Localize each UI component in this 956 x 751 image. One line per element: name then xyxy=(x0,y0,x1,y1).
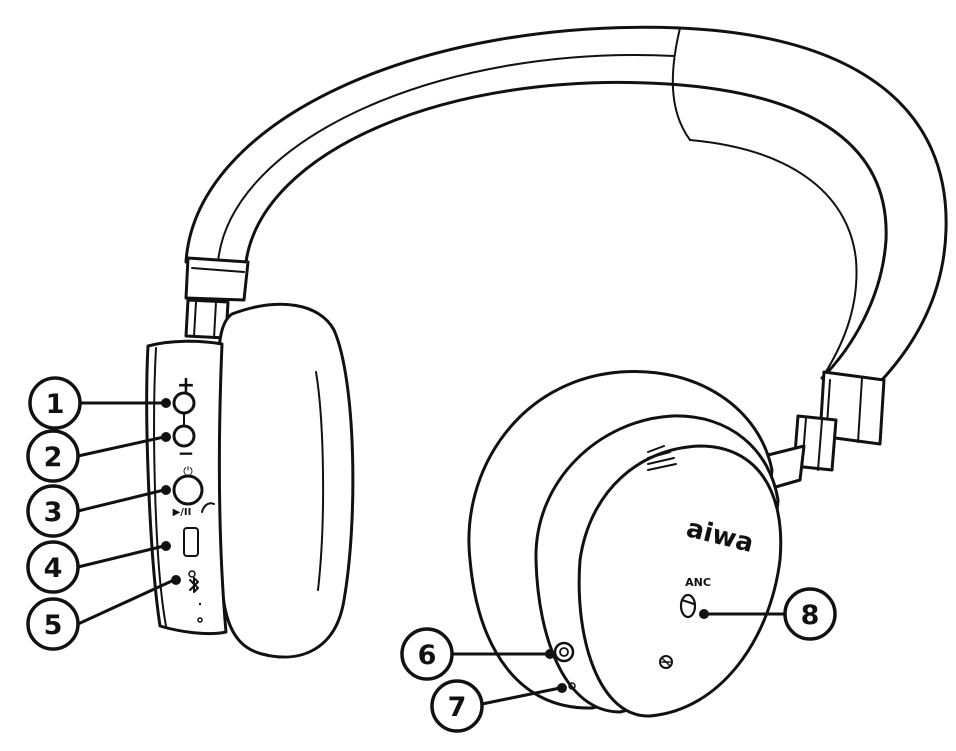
play-pause-symbol: ▶/II xyxy=(173,507,192,518)
left-earcup-controls: + − ⏻ ▶/II xyxy=(172,373,215,623)
callout-1: 1 xyxy=(28,376,82,430)
volume-down-button xyxy=(172,424,196,448)
volume-minus-symbol: − xyxy=(178,441,195,465)
bluetooth-icon xyxy=(189,577,199,593)
callout-number: 1 xyxy=(46,389,65,420)
callout-number: 6 xyxy=(418,640,437,671)
right-earcup: ANC xyxy=(467,369,783,718)
left-hinge xyxy=(184,256,250,340)
anc-switch xyxy=(679,593,697,619)
callout-7: 7 xyxy=(430,679,484,733)
callout-number: 2 xyxy=(44,442,63,473)
callout-number: 4 xyxy=(44,553,63,584)
micro-usb-port xyxy=(183,527,199,557)
callout-number: 8 xyxy=(801,600,820,631)
volume-plus-symbol: + xyxy=(177,373,195,398)
microphone-hole xyxy=(568,682,576,690)
callout-6: 6 xyxy=(400,627,454,681)
anc-label: ANC xyxy=(685,576,711,589)
phone-icon xyxy=(201,502,215,513)
right-hinge xyxy=(762,370,886,490)
callout-2: 2 xyxy=(26,429,80,483)
callout-leaders xyxy=(76,398,790,706)
callout-8: 8 xyxy=(783,587,837,641)
volume-up-button xyxy=(172,391,196,415)
callout-number: 3 xyxy=(44,497,63,528)
callout-3: 3 xyxy=(26,484,80,538)
callout-4: 4 xyxy=(26,540,80,594)
left-earcup xyxy=(145,302,355,659)
callout-number: 7 xyxy=(448,692,467,723)
power-symbol: ⏻ xyxy=(183,464,193,478)
callout-number: 5 xyxy=(44,610,63,641)
headband xyxy=(184,25,948,384)
status-led xyxy=(188,570,196,578)
power-play-button xyxy=(172,474,204,506)
callout-5: 5 xyxy=(26,597,80,651)
